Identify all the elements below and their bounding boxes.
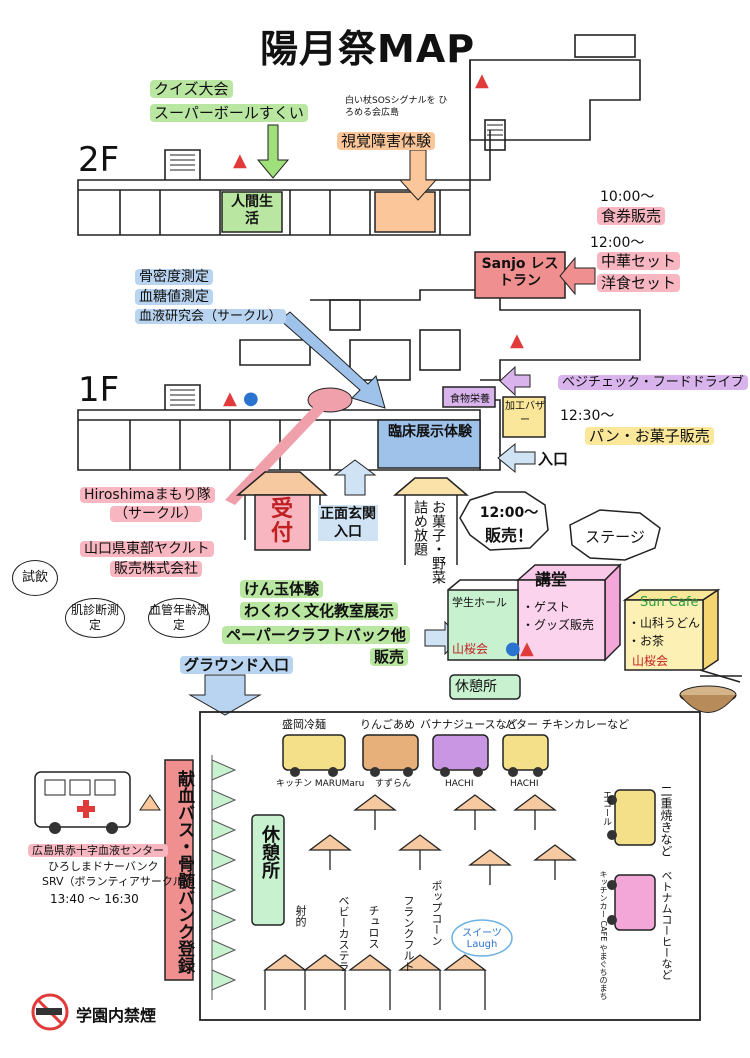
sanjo-restaurant: Sanjo レストラン — [481, 256, 559, 289]
goods-label: ・グッズ販売 — [522, 618, 595, 632]
yakult-label: 山口県東部ヤクルト — [80, 540, 214, 558]
redcross-time: 13:40 ～ 16:30 — [50, 892, 139, 906]
truck-hachi-2: HACHI — [510, 779, 539, 789]
processing-bazaar-room: 加工バザー — [505, 401, 545, 426]
auditorium-label: 講堂 — [535, 570, 568, 589]
udon-label: ・山科うどん — [628, 616, 701, 630]
bone-density-label: 骨密度測定 — [135, 268, 213, 286]
sos-group-label: 白い杖SOSシグナルを ひろめる会広島 — [345, 96, 448, 118]
donor-bank-label: ひろしまドナーバンク — [48, 860, 159, 873]
hiroshima-circle-label: （サークル） — [110, 505, 202, 523]
vege-check-label: ベジチェック・フードドライブ — [558, 374, 748, 392]
blood-donation-bus-label: 献血バス・骨髄バンク登録 — [174, 770, 194, 974]
skin-diagnosis-bubble: 肌診断測定 — [65, 598, 125, 638]
toilet-men-icon: ● — [243, 388, 259, 409]
truck-suzuran: すずらん — [375, 779, 412, 789]
redcross-label: 広島県赤十字血液センター — [28, 842, 168, 860]
bread-sweets-label: パン・お菓子販売 — [585, 427, 714, 445]
rest-area-label: 休憩所 — [455, 679, 497, 695]
toilet-women-icon: ▲ — [520, 638, 534, 659]
toilet-women-icon: ▲ — [510, 330, 524, 351]
blood-sugar-label: 血糖値測定 — [135, 288, 213, 306]
stall-baby-castella: ベビーカステラ — [337, 895, 350, 972]
floor-2f-label: 2F — [78, 140, 120, 180]
sweets-laugh-label: スイーツLaugh — [462, 928, 502, 950]
cafe-car-label: キッチンカー CAFE やまぐちのまち — [599, 870, 608, 1000]
room-ningen-seikatsu: 人間生活 — [231, 194, 273, 227]
food-ringoame: りんごあめ — [360, 718, 415, 731]
culture-class-label: わくわく文化教室展示 — [240, 602, 399, 620]
stall-frankfurt: フランクフルト — [402, 895, 415, 972]
ground-rest-area-label: 休憩所 — [259, 825, 280, 879]
toilet-women-icon: ▲ — [223, 388, 237, 409]
main-entrance-label[interactable]: 正面玄関入口 — [318, 505, 378, 541]
yakult-company-label: 販売株式会社 — [110, 560, 202, 578]
guest-label: ・ゲスト — [522, 600, 571, 614]
paper-craft-label: ペーパークラフトバック他 — [222, 626, 410, 644]
clinical-exhibit-room: 臨床展示体験 — [388, 424, 472, 440]
side-entrance-label[interactable]: 入口 — [538, 450, 569, 468]
time-1200: 12:00～ — [590, 235, 645, 251]
tea-label: ・お茶 — [628, 634, 665, 648]
reception-tent: 受付 — [270, 497, 293, 546]
sankai2-label: 山桜会 — [632, 654, 669, 668]
visual-impairment-label: 視覚障害体験 — [337, 130, 436, 152]
hiroshima-mamori-label: Hiroshimaまもり隊 — [80, 486, 215, 504]
quiz-label: クイズ大会 — [150, 78, 233, 100]
kendama-label: けん玉体験 — [240, 580, 324, 598]
vessel-age-bubble: 血管年齢測定 — [148, 598, 210, 638]
toilet-men-icon: ● — [505, 638, 521, 659]
sales-label: 販売 — [370, 648, 409, 666]
chuka-set-label: 中華セット — [597, 252, 681, 270]
ticket-label: 食券販売 — [597, 207, 666, 225]
superball-label: スーパーボールすくい — [150, 102, 308, 124]
tasting-bubble: 試飲 — [12, 560, 58, 596]
toilet-women-icon: ▲ — [475, 70, 489, 91]
sankai-label: 山桜会 — [452, 642, 489, 656]
no-smoking-label: 学園内禁煙 — [76, 1006, 157, 1025]
food-banana-juice: バナナジュースなど — [420, 718, 518, 731]
stall-churros: チュロス — [367, 905, 380, 949]
suncafe-label: Sun Cafe — [640, 595, 699, 610]
ground-entrance-label[interactable]: グラウンド入口 — [180, 656, 294, 674]
floor-1f-label: 1F — [78, 370, 120, 410]
ecole-label: エコール — [601, 790, 611, 826]
time-1230: 12:30～ — [560, 408, 615, 424]
srv-label: SRV（ボランティアサークル） — [42, 875, 195, 888]
food-butter-chicken: バター チキンカレーなど — [505, 718, 630, 731]
vietnam-coffee-label: ベトナムコーヒーなど — [660, 870, 673, 980]
time-1000: 10:00～ — [600, 189, 655, 205]
nijuyaki-label: 二重焼きなど — [659, 785, 673, 857]
student-hall-label: 学生ホール — [452, 596, 507, 609]
all-you-can-pack-label: 詰め放題 — [412, 500, 428, 556]
toilet-women-icon: ▲ — [233, 150, 247, 171]
food-reimen: 盛岡冷麺 — [282, 718, 326, 731]
stall-popcorn: ポップコーン — [430, 880, 443, 946]
sweets-vegetables-label: お菓子・野菜 — [430, 500, 446, 584]
truck-hachi-1: HACHI — [445, 779, 474, 789]
yoshoku-set-label: 洋食セット — [597, 274, 681, 292]
stall-shateki: 射的 — [294, 905, 307, 927]
stage-bubble: ステージ — [585, 528, 645, 546]
truck-marumaru: キッチン MARUMaru — [276, 779, 365, 789]
sale-time: 12:00～ — [479, 505, 539, 521]
sale-label: 販売！ — [484, 526, 533, 545]
map-title: 陽月祭MAP — [260, 27, 476, 71]
blood-research-label: 血液研究会（サークル） — [135, 308, 286, 326]
food-nutrition-room: 食物栄養 — [450, 394, 490, 405]
